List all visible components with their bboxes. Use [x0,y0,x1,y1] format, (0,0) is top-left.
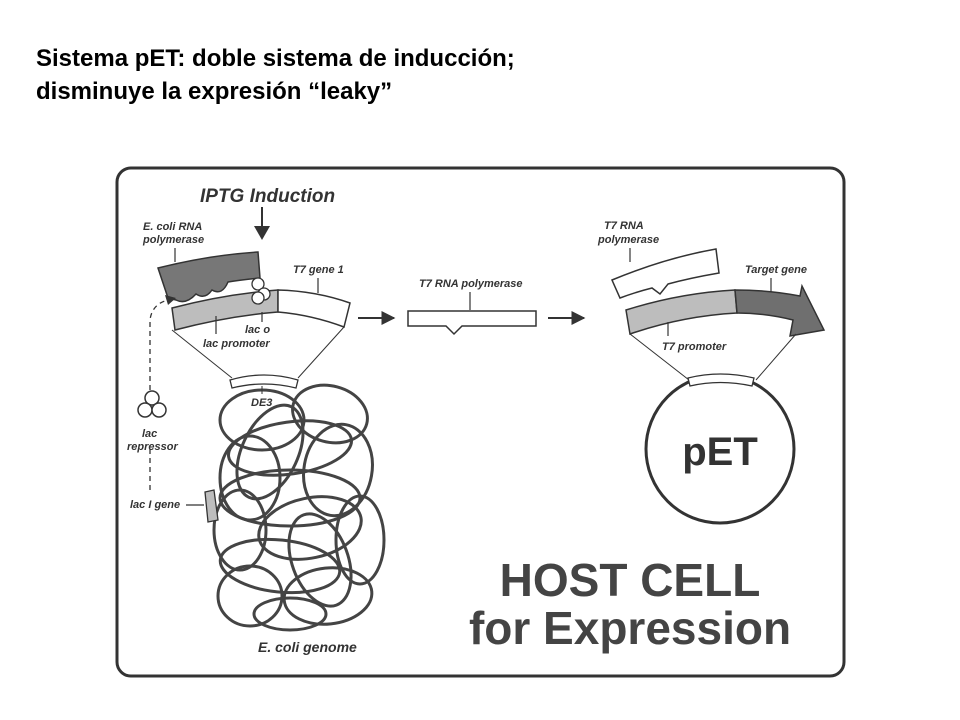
ecoli-rnap-label-2: polymerase [142,234,204,246]
zoom-line-left [171,329,233,379]
de3-region [229,374,299,389]
lac-i-gene-segment [204,489,219,523]
title-line-1: Sistema pET: doble sistema de inducción; [36,45,515,72]
ecoli-rna-polymerase [157,251,261,303]
t7-promoter-segment [625,289,738,335]
lac-o-label: lac o [245,324,270,336]
t7-rnap-label-2: polymerase [597,234,659,246]
slide-title: Sistema pET: doble sistema de inducción;… [36,42,896,108]
target-gene-arrow [734,283,826,337]
zoom-line-right [297,326,345,379]
iptg-induction-label: IPTG Induction [200,186,335,207]
lac-repressor-free [137,390,167,418]
pet-zoom-line-right [755,333,797,381]
t7-gene1-label: T7 gene 1 [293,264,344,276]
t7-promoter-label: T7 promoter [662,341,727,353]
host-cell-frame [115,166,846,678]
t7-rna-polymerase-product [407,310,537,336]
repressor-to-operator-arrowhead [165,295,176,305]
lac-i-gene-label: lac I gene [130,499,180,511]
ecoli-genome-label: E. coli genome [258,639,357,655]
ecoli-rnap-label-1: E. coli RNA [143,221,202,233]
lac-promoter-label: lac promoter [203,338,270,350]
repressor-to-operator-dashed [149,299,169,390]
pet-label: pET [682,430,758,474]
lac-repressor-label-1: lac [142,428,157,440]
pet-insert-site [687,373,755,387]
for-expression-label: for Expression [469,602,791,654]
lac-repressor-label-2: repressor [127,441,178,453]
title-line-2: disminuye la expresión “leaky” [36,78,393,105]
pet-zoom-line-left [629,333,690,381]
host-cell-label: HOST CELL [500,554,761,606]
iptg-arrow-head [254,226,270,240]
t7-rnap-label-1: T7 RNA [604,220,644,232]
ecoli-genome-loops [212,383,386,632]
target-gene-label: Target gene [745,264,807,276]
t7-gene1-segment [277,289,351,328]
de3-label: DE3 [251,397,272,409]
lac-repressor-bound [251,277,271,305]
t7-rnap-product-label: T7 RNA polymerase [419,278,523,290]
t7-rna-polymerase-bound [611,248,720,299]
